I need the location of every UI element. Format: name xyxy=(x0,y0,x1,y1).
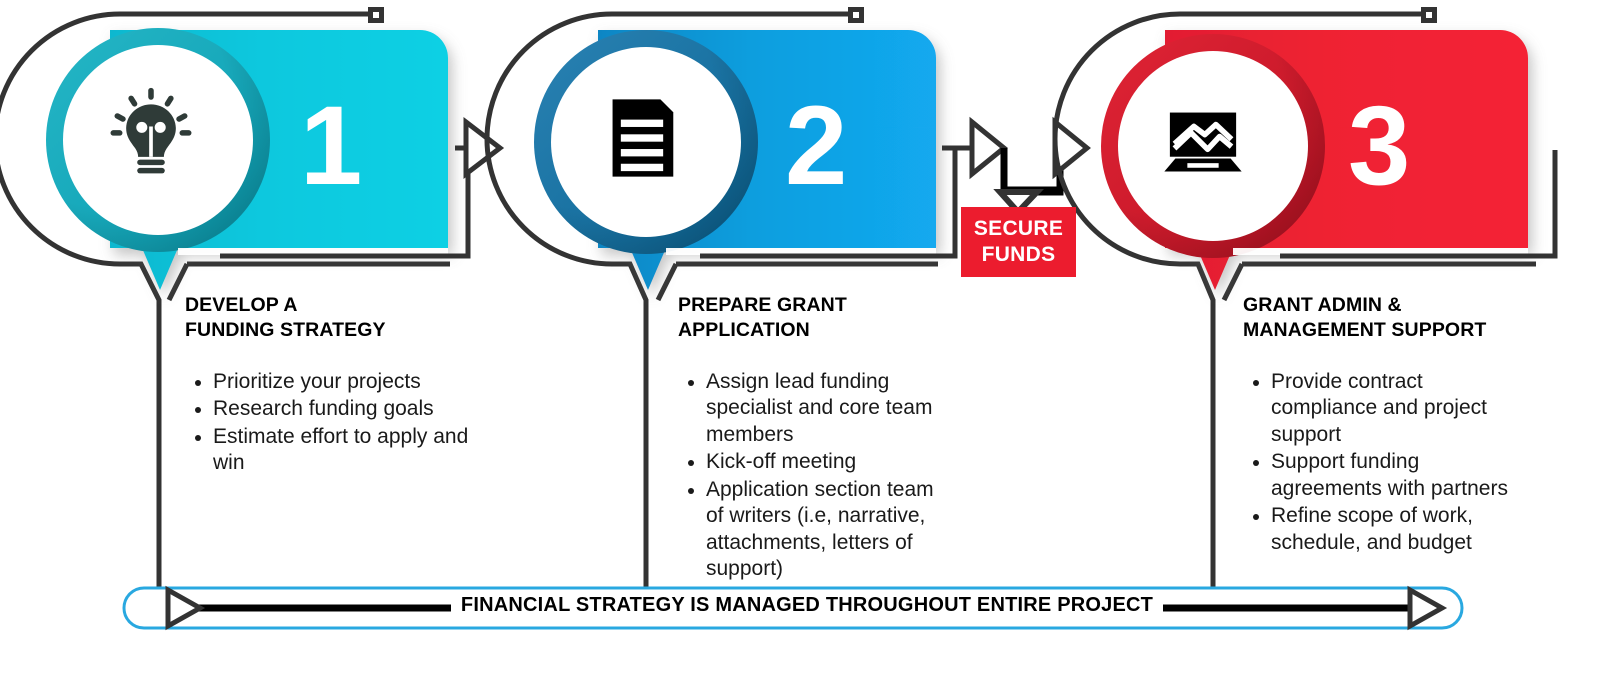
bottom-banner: FINANCIAL STRATEGY IS MANAGED THROUGHOUT… xyxy=(0,594,1614,617)
list-item: Refine scope of work, schedule, and budg… xyxy=(1271,503,1533,556)
list-item: Assign lead funding specialist and core … xyxy=(706,369,948,448)
list-item: Kick-off meeting xyxy=(706,449,948,475)
step-title-1: DEVELOP A FUNDING STRATEGY xyxy=(185,294,386,341)
secure-funds-line2: FUNDS xyxy=(981,243,1056,266)
step-column-1: DEVELOP A FUNDING STRATEGY Prioritize yo… xyxy=(185,293,485,478)
step-title-2: PREPARE GRANT APPLICATION xyxy=(678,294,847,341)
lightbulb-icon xyxy=(105,86,197,178)
step-number-3: 3 xyxy=(1348,83,1410,208)
list-item: Support funding agreements with partners xyxy=(1271,449,1533,502)
step-bullets-1: Prioritize your projects Research fundin… xyxy=(185,369,485,477)
list-item: Prioritize your projects xyxy=(213,369,485,395)
step-number-2: 2 xyxy=(785,83,847,208)
laptop-chart-icon xyxy=(1157,96,1249,188)
step-number-1: 1 xyxy=(300,83,362,208)
step-bullets-3: Provide contract compliance and project … xyxy=(1243,369,1533,556)
step-column-3: GRANT ADMIN & MANAGEMENT SUPPORT Provide… xyxy=(1243,293,1533,557)
secure-funds-line1: SECURE xyxy=(973,216,1064,240)
list-item: Estimate effort to apply and win xyxy=(213,424,485,477)
step-title-3: GRANT ADMIN & MANAGEMENT SUPPORT xyxy=(1243,294,1487,341)
step-bullets-2: Assign lead funding specialist and core … xyxy=(678,369,948,583)
secure-funds-badge: SECURE FUNDS xyxy=(961,207,1076,277)
list-item: Research funding goals xyxy=(213,396,485,422)
bottom-banner-label: FINANCIAL STRATEGY IS MANAGED THROUGHOUT… xyxy=(450,594,1164,616)
document-icon xyxy=(596,92,688,184)
list-item: Application section team of writers (i.e… xyxy=(706,477,948,583)
list-item: Provide contract compliance and project … xyxy=(1271,369,1533,448)
step-column-2: PREPARE GRANT APPLICATION Assign lead fu… xyxy=(678,293,948,584)
